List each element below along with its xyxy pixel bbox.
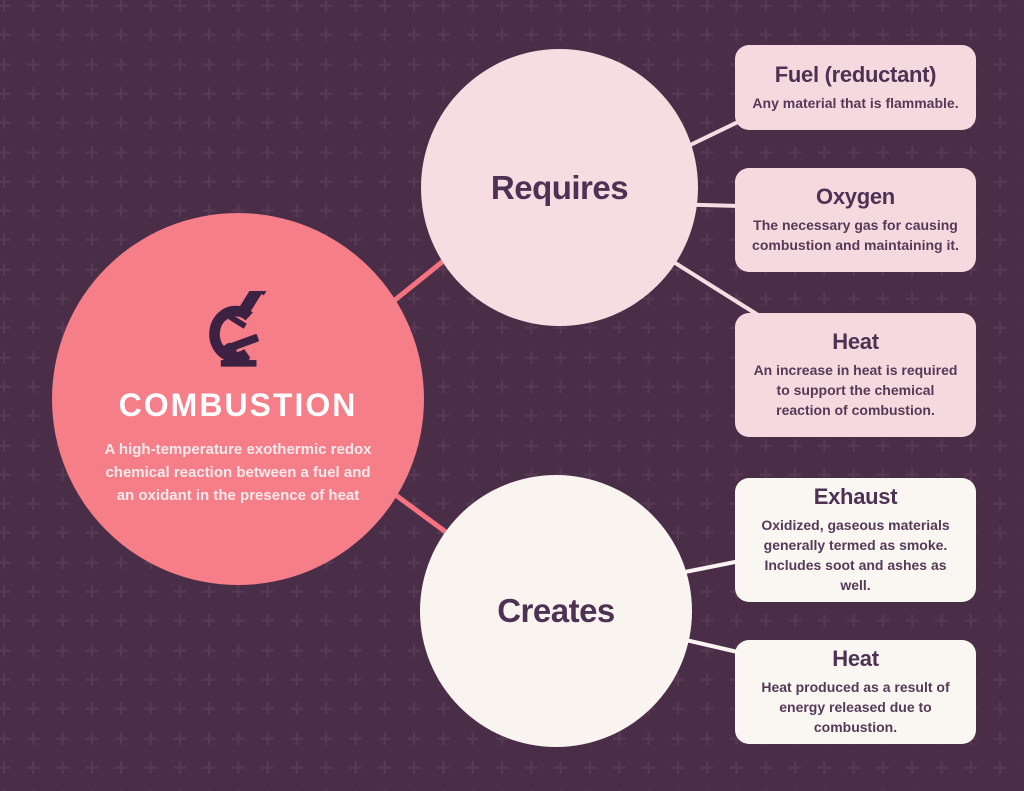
heat-created-box-description: Heat produced as a result of energy rele… <box>761 679 950 735</box>
requires-label: Requires <box>490 168 629 206</box>
creates-node: Creates <box>420 475 692 747</box>
oxygen-box: Oxygen The necessary gas for causing com… <box>735 168 976 272</box>
heat-required-box-description: An increase in heat is required to suppo… <box>753 362 958 418</box>
creates-label: Creates <box>497 592 615 629</box>
heat-required-box-title: Heat <box>832 329 879 355</box>
oxygen-box-title: Oxygen <box>816 184 895 210</box>
fuel-box-title: Fuel (reductant) <box>774 61 937 87</box>
microscope-icon <box>209 290 268 367</box>
heat-created-box: Heat Heat produced as a result of energy… <box>735 640 976 744</box>
combustion-title: COMBUSTION <box>118 386 358 423</box>
heat-created-box-title: Heat <box>832 646 879 672</box>
fuel-reductant-box: Fuel (reductant) Any material that is fl… <box>735 45 976 130</box>
exhaust-box-title: Exhaust <box>813 484 898 510</box>
requires-node: Requires <box>421 49 698 326</box>
exhaust-box: Exhaust Oxidized, gaseous materials gene… <box>735 478 976 602</box>
combustion-description: A high-temperature exothermic redox chem… <box>104 440 372 505</box>
oxygen-box-description: The necessary gas for causing combustion… <box>752 217 959 253</box>
heat-required-box: Heat An increase in heat is required to … <box>735 313 976 437</box>
fuel-box-description: Any material that is flammable. <box>752 94 959 111</box>
combustion-node: COMBUSTION A high-temperature exothermic… <box>52 213 424 585</box>
exhaust-box-description: Oxidized, gaseous materials generally te… <box>761 517 950 593</box>
